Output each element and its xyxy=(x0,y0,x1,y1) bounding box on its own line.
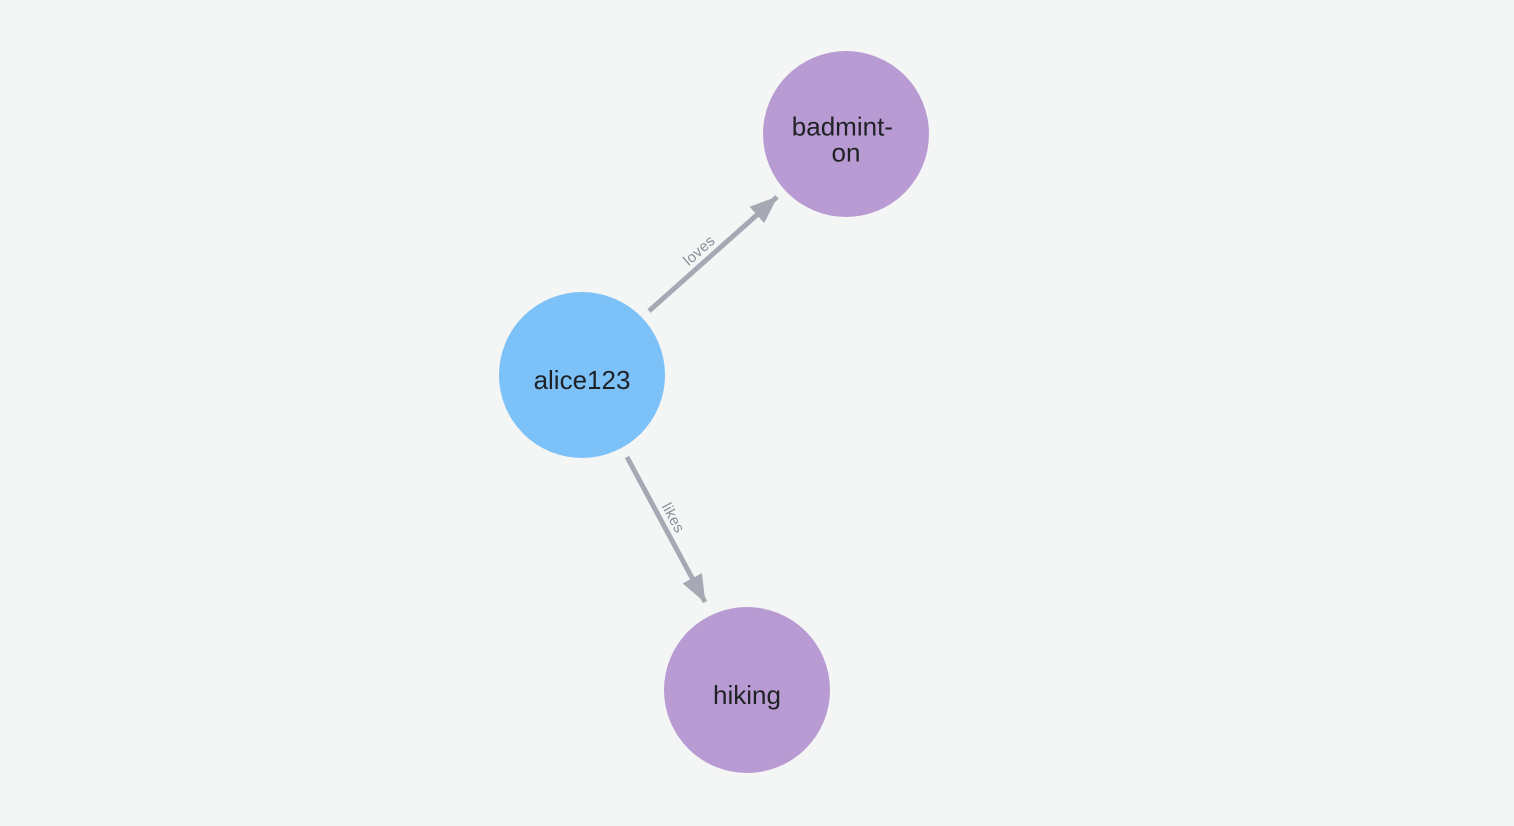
node-label-alice123: alice123 xyxy=(534,365,631,395)
node-label-hiking: hiking xyxy=(713,680,781,710)
node-circle-hiking[interactable] xyxy=(664,607,830,773)
node-label-line: badmint- xyxy=(792,112,893,142)
node-label-badminton: badmint- on xyxy=(792,112,900,168)
node-label-line: alice123 xyxy=(534,365,631,395)
node-label-line: hiking xyxy=(713,680,781,710)
node-hiking: hiking xyxy=(664,607,830,773)
node-label-line: on xyxy=(832,138,861,168)
node-circle-badminton[interactable] xyxy=(763,51,929,217)
node-badminton: badmint- on xyxy=(763,51,929,217)
edge-line-loves[interactable] xyxy=(647,195,779,313)
node-circle-alice123[interactable] xyxy=(499,292,665,458)
edge-line-likes[interactable] xyxy=(624,455,708,604)
node-alice123: alice123 xyxy=(499,292,665,458)
